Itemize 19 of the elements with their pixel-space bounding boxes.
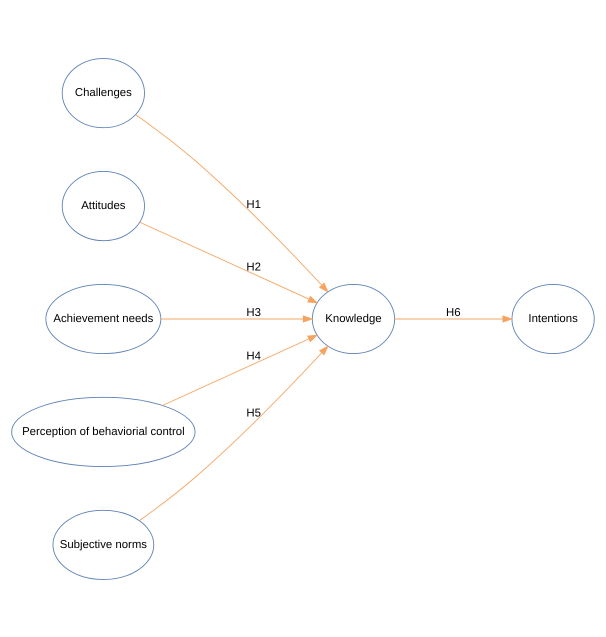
arrow — [139, 344, 329, 520]
arrow — [160, 314, 314, 322]
node-ellipse: Attitudes — [62, 170, 145, 241]
edge-label: H5 — [246, 407, 261, 420]
edge-label: H4 — [246, 350, 261, 362]
edge-label: H2 — [246, 260, 261, 273]
edge-label: H1 — [246, 198, 261, 211]
node-ellipse: Knowledge — [312, 283, 396, 354]
arrow — [394, 314, 513, 322]
node-ellipse: Perception of behaviorial control — [11, 396, 196, 466]
node-ellipse: Intentions — [512, 283, 595, 354]
node-ellipse: Subjective norms — [52, 509, 154, 580]
node-ellipse: Achievement needs — [45, 283, 162, 354]
arrow — [135, 114, 329, 292]
node-ellipse: Challenges — [62, 58, 145, 128]
arrow — [162, 334, 318, 406]
arrow — [139, 221, 318, 303]
edge-label: H6 — [446, 306, 461, 318]
edge-label: H3 — [246, 306, 261, 318]
